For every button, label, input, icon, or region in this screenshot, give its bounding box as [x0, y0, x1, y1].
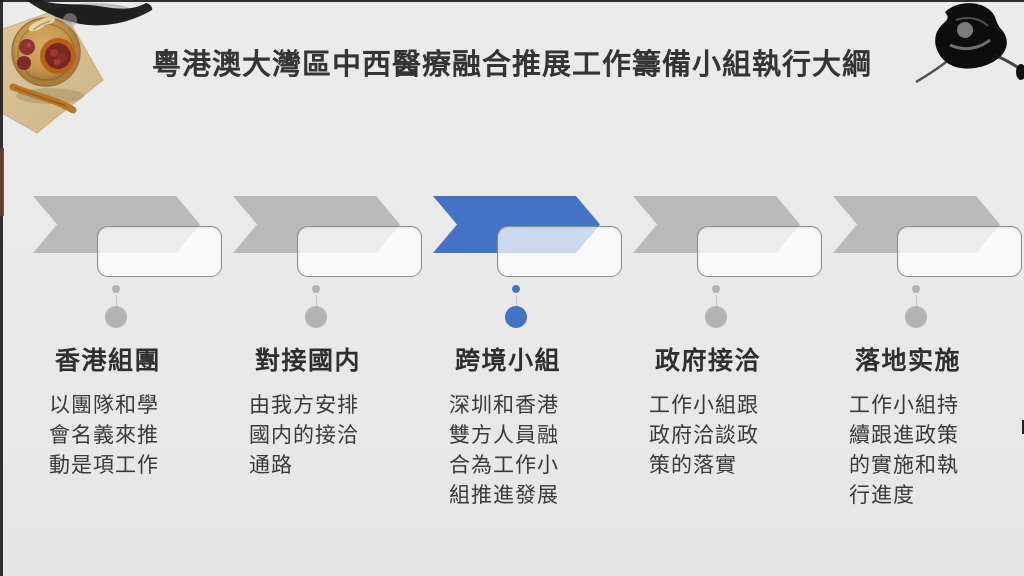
connector-line [915, 295, 917, 306]
step-heading: 落地实施 [855, 347, 962, 375]
step-card [697, 226, 822, 277]
ink-edge-left-brown [0, 148, 4, 216]
connector-dot-big [105, 306, 127, 328]
process-step-1: 香港組團 以團隊和學 會名義來推 動是項工作 [33, 196, 233, 566]
step-description: 由我方安排 國内的接洽 通路 [249, 394, 359, 477]
connector-dot-big [305, 306, 327, 328]
connector-dot-big [705, 306, 727, 328]
ink-edge-top [0, 0, 1024, 2]
step-card [897, 226, 1022, 277]
process-step-3: 跨境小組 深圳和香港 雙方人員融 合為工作小 組推進發展 [433, 196, 633, 566]
connector-line [715, 295, 717, 306]
connector-dot-small [912, 285, 920, 293]
process-step-5: 落地实施 工作小組持 續跟進政策 的實施和執 行進度 [833, 196, 1024, 566]
step-heading: 政府接洽 [655, 347, 762, 375]
connector-dot-small [112, 285, 120, 293]
process-step-2: 對接國内 由我方安排 國内的接洽 通路 [233, 196, 433, 566]
process-step-4: 政府接洽 工作小組跟 政府洽談政 策的落實 [633, 196, 833, 566]
connector-dot-small [512, 285, 520, 293]
step-heading: 香港組團 [55, 347, 162, 375]
slide-title: 粵港澳大灣區中西醫療融合推展工作籌備小組執行大綱 [151, 49, 872, 81]
step-description: 深圳和香港 雙方人員融 合為工作小 組推進發展 [449, 394, 559, 507]
connector-line [315, 295, 317, 306]
step-heading: 跨境小組 [455, 347, 562, 375]
connector-dot-small [712, 285, 720, 293]
connector-dot-small [312, 285, 320, 293]
connector-dot-big [905, 306, 927, 328]
step-description: 工作小組持 續跟進政策 的實施和執 行進度 [849, 394, 959, 507]
step-card [297, 226, 422, 277]
step-card [497, 226, 622, 277]
ink-edge-right-nub [1022, 420, 1024, 434]
step-description: 工作小組跟 政府洽談政 策的落實 [649, 394, 759, 477]
connector-dot-big [505, 306, 527, 328]
step-card [97, 226, 222, 277]
connector-line [115, 295, 117, 306]
ink-edge-left [0, 0, 3, 576]
step-description: 以團隊和學 會名義來推 動是項工作 [49, 394, 159, 477]
step-heading: 對接國内 [255, 347, 362, 375]
connector-line [515, 295, 517, 306]
